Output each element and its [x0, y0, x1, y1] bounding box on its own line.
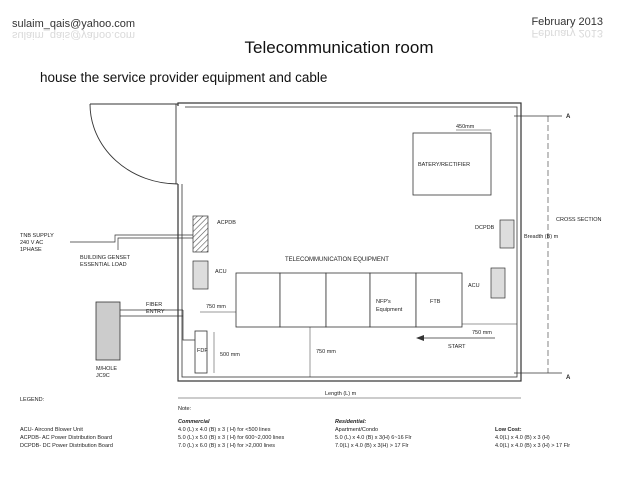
- svg-text:DCPDB: DCPDB: [475, 225, 495, 231]
- nfp-label-2: Equipment: [376, 307, 403, 313]
- svg-text:Commercial: Commercial: [178, 419, 210, 425]
- room-walls: [177, 102, 522, 382]
- svg-text:4.0 (L) x 4.0 (B) x 3 ( H) for: 4.0 (L) x 4.0 (B) x 3 ( H) for <500 line…: [178, 427, 271, 433]
- svg-text:ACPDB- AC Power Distribution B: ACPDB- AC Power Distribution Board: [20, 435, 112, 441]
- svg-text:Note:: Note:: [178, 406, 192, 412]
- svg-text:TNB SUPPLY: TNB SUPPLY: [20, 233, 54, 239]
- svg-text:ACU- Aircond Blower Unit: ACU- Aircond Blower Unit: [20, 427, 83, 433]
- svg-text:ESSENTIAL LOAD: ESSENTIAL LOAD: [80, 262, 127, 268]
- telecom-equipment-label: TELECOMMUNICATION EQUIPMENT: [285, 257, 389, 263]
- svg-text:450mm: 450mm: [456, 124, 475, 130]
- fiber-entry-label: FIBER ENTRY: [146, 302, 165, 315]
- svg-text:FDF: FDF: [197, 348, 208, 354]
- dim-750-mid: 750 mm: [309, 327, 336, 377]
- acu-right: ACU: [468, 267, 506, 299]
- dim-750-left: 750 mm: [200, 304, 236, 313]
- svg-text:DCPDB- DC Power Distribution B: DCPDB- DC Power Distribution Board: [20, 443, 113, 449]
- power-cables: [70, 234, 193, 250]
- svg-text:5.0 (L) x 4.0 (B) x 3(H) 6~16: 5.0 (L) x 4.0 (B) x 3(H) 6~16 Flr: [335, 435, 412, 441]
- tnb-supply-label: TNB SUPPLY 240 V AC 1PHASE: [20, 233, 54, 253]
- svg-text:240 V AC: 240 V AC: [20, 240, 43, 246]
- door-swing: [89, 103, 179, 185]
- start-arrow: START: [416, 335, 495, 350]
- svg-text:BATERY/RECTIFIER: BATERY/RECTIFIER: [418, 162, 470, 168]
- svg-text:START: START: [448, 344, 466, 350]
- svg-text:A: A: [566, 375, 571, 381]
- svg-text:LEGEND:: LEGEND:: [20, 397, 45, 403]
- door-opening: [175, 106, 185, 184]
- acpdb-panel: ACPDB: [192, 215, 236, 253]
- ftb-label: FTB: [430, 299, 441, 305]
- svg-text:ACPDB: ACPDB: [217, 220, 236, 226]
- fdf-cabinet: FDF: [194, 330, 208, 374]
- section-line: A A CROSS SECTION: [514, 114, 602, 381]
- dim-450: 450mm: [456, 124, 491, 131]
- dim-500: 500 mm: [213, 332, 240, 373]
- battery-rectifier: BATERY/RECTIFIER: [412, 132, 492, 196]
- breadth-label: Breadth (B) m: [524, 234, 559, 240]
- svg-text:7.0 (L) x 6.0 (B) x 3 ( H) for: 7.0 (L) x 6.0 (B) x 3 ( H) for >2,000 li…: [178, 443, 275, 449]
- svg-text:M/HOLE: M/HOLE: [96, 366, 117, 372]
- date-label: February 2013: [531, 16, 603, 28]
- acu-left: ACU: [192, 260, 227, 290]
- manhole: M/HOLE JC9C: [95, 301, 121, 379]
- dcpdb-panel: DCPDB: [475, 219, 515, 249]
- svg-text:Residential:: Residential:: [335, 419, 366, 425]
- svg-text:BUILDING GENSET: BUILDING GENSET: [80, 255, 131, 261]
- legend: LEGEND: ACU- Aircond Blower Unit ACPDB- …: [20, 397, 113, 449]
- svg-text:FIBER: FIBER: [146, 302, 162, 308]
- svg-text:ACU: ACU: [215, 269, 227, 275]
- svg-text:5.0 (L) x 5.0 (B) x 3 ( H) for: 5.0 (L) x 5.0 (B) x 3 ( H) for 600~2,000…: [178, 435, 284, 441]
- slide-title: Telecommunication room: [244, 38, 434, 57]
- svg-text:Length (L) m: Length (L) m: [325, 391, 357, 397]
- author-email: sulaim_qais@yahoo.com: [12, 18, 136, 30]
- svg-text:4.0(L) x 4.0 (B) x 3 (H): 4.0(L) x 4.0 (B) x 3 (H): [495, 435, 550, 441]
- dim-750-right: 750 mm: [462, 323, 517, 336]
- svg-text:JC9C: JC9C: [96, 373, 110, 379]
- telecom-equipment-racks: [235, 272, 463, 328]
- length-dimension: Length (L) m: [178, 391, 521, 399]
- svg-text:ACU: ACU: [468, 283, 480, 289]
- svg-text:A: A: [566, 114, 571, 120]
- notes: Note: Commercial 4.0 (L) x 4.0 (B) x 3 (…: [178, 406, 570, 449]
- fiber-cables: [120, 309, 195, 341]
- svg-text:ENTRY: ENTRY: [146, 309, 165, 315]
- svg-text:4.0(L) x 4.0 (B) x 3 (H) > 17: 4.0(L) x 4.0 (B) x 3 (H) > 17 Flr: [495, 443, 570, 449]
- svg-text:Apartment/Condo: Apartment/Condo: [335, 427, 378, 433]
- svg-text:1PHASE: 1PHASE: [20, 247, 42, 253]
- svg-text:750 mm: 750 mm: [316, 349, 336, 355]
- svg-text:7.0(L) x 4.0 (B) x 3(H) > 17 F: 7.0(L) x 4.0 (B) x 3(H) > 17 Flr: [335, 443, 409, 449]
- svg-text:CROSS SECTION: CROSS SECTION: [556, 217, 602, 223]
- slide-subtitle: house the service provider equipment and…: [40, 70, 328, 85]
- svg-text:750 mm: 750 mm: [206, 304, 226, 310]
- svg-text:500 mm: 500 mm: [220, 352, 240, 358]
- building-genset-label: BUILDING GENSET ESSENTIAL LOAD: [80, 255, 131, 268]
- svg-text:Low Cost:: Low Cost:: [495, 427, 522, 433]
- svg-text:750 mm: 750 mm: [472, 330, 492, 336]
- nfp-label-1: NFP's: [376, 299, 391, 305]
